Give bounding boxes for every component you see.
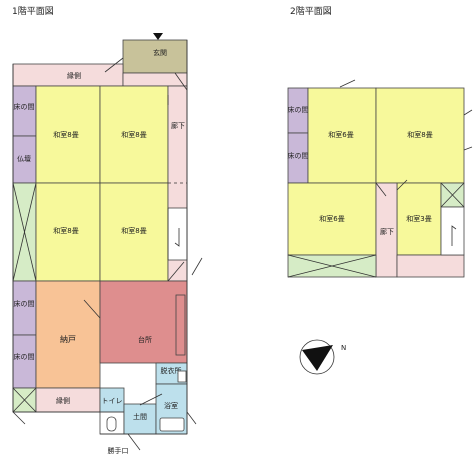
room-f2-washitsu-4: [396, 182, 442, 256]
room-engawa-top-east: [122, 72, 188, 87]
stair-up-arrow-icon: [451, 225, 457, 246]
room-f2-rouka-south: [396, 254, 465, 278]
label-doma: 土間: [133, 412, 147, 421]
toilet-fixture-icon: [106, 416, 117, 432]
label-f2-washitsu-1: 和室6畳: [328, 130, 353, 139]
label-katteguchi: 勝手口: [108, 446, 129, 455]
entrance-arrow-icon: [153, 33, 163, 40]
room-washitsu-1: [35, 85, 101, 184]
bathtub-icon: [159, 417, 185, 432]
room-washitsu-3: [35, 182, 101, 282]
washbasin-icon: [177, 370, 187, 383]
room-tokonoma-1: [12, 85, 37, 137]
label-rouka-1: 廊下: [171, 121, 185, 130]
room-f2-washitsu-3: [287, 182, 377, 256]
label-washitsu-2: 和室8畳: [121, 130, 146, 139]
label-f2-washitsu-4: 和室3畳: [406, 214, 431, 223]
label-toilet: トイレ: [102, 397, 123, 405]
label-nando: 納戸: [60, 334, 76, 344]
label-f2-washitsu-2: 和室8畳: [407, 130, 432, 139]
room-toilet: [99, 387, 125, 413]
room-f2-washitsu-1: [307, 87, 377, 184]
stair-floor2: [440, 206, 465, 256]
compass-icon: [299, 339, 335, 375]
label-washitsu-3: 和室8畳: [53, 226, 78, 235]
label-genkan: 玄関: [153, 48, 167, 57]
room-f2-washitsu-2: [375, 87, 465, 184]
room-washitsu-2: [99, 85, 169, 184]
room-nando: [35, 280, 101, 389]
label-f2-tokonoma-2: 床の間: [288, 151, 309, 160]
label-tokonoma-1: 床の間: [14, 102, 35, 111]
label-washitsu-1: 和室8畳: [53, 130, 78, 139]
label-engawa-top: 縁側: [67, 71, 81, 80]
compass-north-label: N: [341, 344, 346, 352]
stair-floor1: [167, 207, 188, 261]
label-f2-rouka: 廊下: [380, 227, 394, 236]
room-washitsu-4: [99, 182, 169, 282]
stair-arrow-icon: [174, 228, 180, 247]
room-genkan: [122, 39, 188, 74]
floor1-title: 1階平面図: [12, 6, 54, 17]
room-daidokoro: [99, 280, 188, 364]
label-washitsu-4: 和室8畳: [121, 226, 146, 235]
label-f2-washitsu-3: 和室6畳: [319, 214, 344, 223]
room-tokonoma-2: [12, 280, 37, 336]
kitchen-counter: [175, 294, 186, 356]
label-butsudan: 仏壇: [17, 154, 31, 163]
label-f2-tokonoma-1: 床の間: [288, 105, 309, 114]
label-daidokoro: 台所: [138, 335, 152, 344]
room-f2-rouka: [375, 182, 398, 278]
label-tokonoma-2: 床の間: [14, 299, 35, 308]
label-yokushitsu: 浴室: [164, 401, 178, 410]
room-tokonoma-3: [12, 334, 37, 389]
floor2-title: 2階平面図: [290, 6, 332, 17]
label-tokonoma-3: 床の間: [14, 352, 35, 361]
label-datsuijo: 脱衣所: [161, 366, 182, 375]
label-engawa-bottom: 縁側: [56, 396, 70, 405]
